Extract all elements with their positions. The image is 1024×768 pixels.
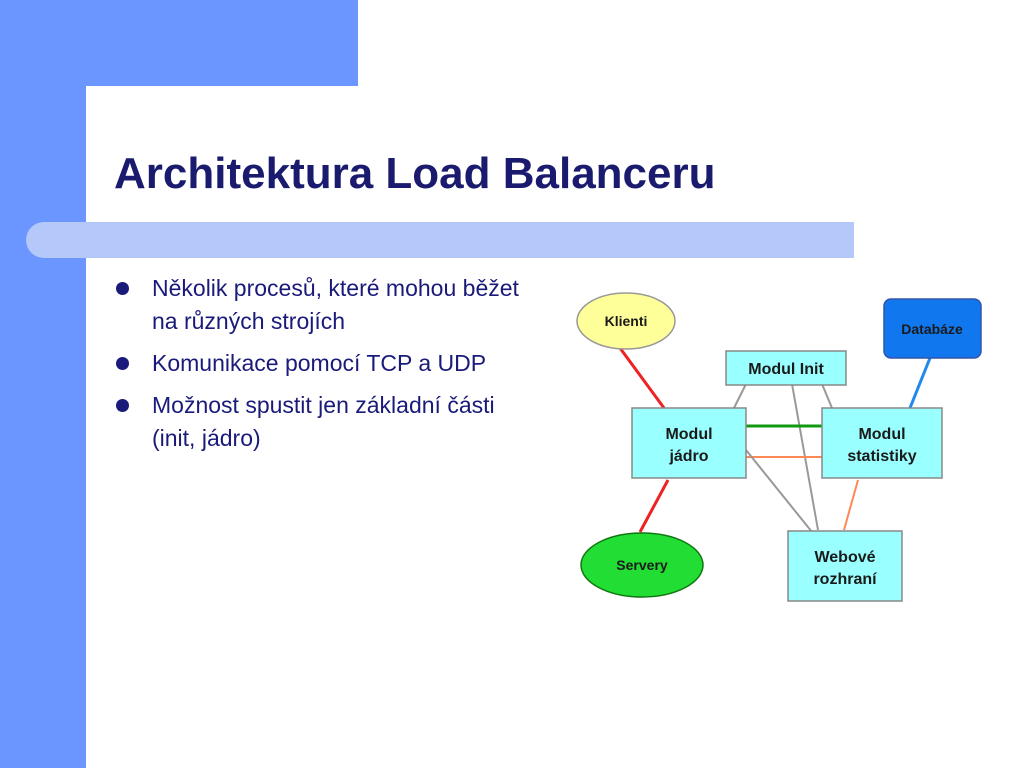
node-modul-statistiky-label-line1: Modul — [858, 426, 905, 443]
node-modul-jadro: Modul jádro — [631, 407, 747, 479]
bullet-text: Komunikace pomocí TCP a UDP — [152, 350, 487, 376]
edge-klienti-jadro — [618, 347, 666, 409]
edge-init-statistiky — [821, 383, 833, 409]
node-modul-statistiky-label-line2: statistiky — [847, 448, 916, 465]
node-modul-init-shape — [725, 350, 847, 386]
node-servery: Servery — [580, 532, 704, 598]
edge-databaze-statistiky — [908, 357, 932, 409]
edge-init-jadro — [733, 383, 747, 409]
edge-statistiky-webove — [843, 479, 859, 531]
node-webove-rozhrani: Webové rozhraní — [787, 530, 903, 602]
node-webove-rozhrani-shape — [787, 530, 903, 602]
node-modul-jadro-shape — [631, 407, 747, 479]
bullet-dot-icon — [116, 282, 129, 295]
bullet-dot-icon — [116, 357, 129, 370]
node-modul-init: Modul Init — [725, 350, 847, 386]
node-webove-rozhrani-label-line1: Webové — [814, 549, 875, 566]
node-modul-statistiky: Modul statistiky — [821, 407, 943, 479]
bullet-text: Několik procesů, které mohou běžet na rů… — [152, 275, 519, 334]
bullet-dot-icon — [116, 399, 129, 412]
background-left-band — [0, 0, 86, 768]
edge-jadro-webove — [745, 449, 813, 533]
node-databaze: Databáze — [883, 298, 982, 359]
title-underline-bar — [26, 222, 854, 258]
bullet-item: Možnost spustit jen základní části (init… — [114, 389, 544, 455]
node-modul-jadro-label-line2: jádro — [668, 448, 708, 465]
bullet-list: Několik procesů, které mohou běžet na rů… — [114, 272, 544, 464]
bullet-text: Možnost spustit jen základní části (init… — [152, 392, 495, 451]
node-modul-jadro-label-line1: Modul — [665, 426, 712, 443]
node-webove-rozhrani-label-line2: rozhraní — [813, 571, 877, 588]
node-klienti-shape — [576, 292, 676, 350]
background-top-band — [0, 0, 358, 86]
node-servery-label: Servery — [616, 557, 668, 573]
node-databaze-label: Databáze — [901, 321, 963, 337]
node-modul-init-label: Modul Init — [748, 361, 824, 378]
slide-title: Architektura Load Balanceru — [114, 149, 716, 198]
node-modul-statistiky-shape — [821, 407, 943, 479]
node-klienti: Klienti — [576, 292, 676, 350]
node-servery-shape — [580, 532, 704, 598]
edge-jadro-servery — [638, 479, 670, 533]
bullet-item: Komunikace pomocí TCP a UDP — [114, 347, 544, 380]
node-databaze-shape — [883, 298, 982, 359]
architecture-diagram: Klienti Databáze Modul Init Modul jádro … — [576, 292, 982, 602]
node-klienti-label: Klienti — [605, 313, 648, 329]
bullet-item: Několik procesů, které mohou běžet na rů… — [114, 272, 544, 338]
